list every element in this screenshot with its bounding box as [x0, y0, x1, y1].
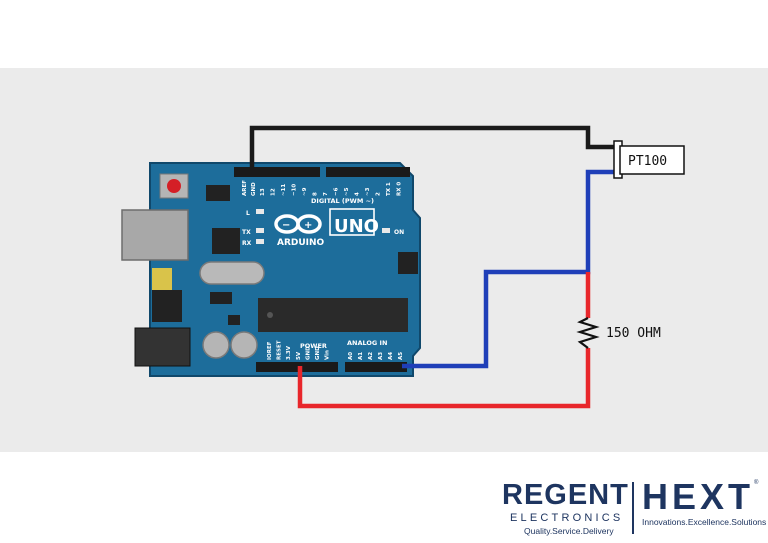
analog-header-label: ANALOG IN [347, 339, 387, 347]
usb-chip [212, 228, 240, 254]
resistor-icon [576, 317, 600, 349]
digital-header-right [326, 167, 410, 177]
analog-pin-label-0: A0 [348, 352, 354, 360]
analog-pin-label-3: A3 [378, 352, 384, 360]
arduino-logo-icon [274, 214, 322, 234]
atmega-chip [258, 298, 408, 332]
digital-pin-label-5: 8 [313, 192, 319, 196]
arduino-uno-board: − + ARDUINO UNO DIGITAL (PWM ~) POWER AN… [121, 162, 421, 377]
capacitor [230, 331, 258, 359]
power-pin-label-3: 5V [296, 351, 302, 360]
svg-text:+: + [304, 220, 312, 231]
power-jack [134, 327, 191, 367]
power-pin-label-0: IOREF [267, 341, 273, 360]
digital-pin-label-12: TX 1 [386, 182, 392, 196]
led-tx-label: TX [242, 229, 251, 236]
digital-pin-label-7: ~6 [334, 187, 340, 196]
capacitor [202, 331, 230, 359]
digital-pin-label-2: ~11 [281, 184, 287, 196]
power-header [256, 362, 338, 372]
power-pin-label-6: Vin [325, 350, 331, 360]
digital-header-left [234, 167, 320, 177]
digital-pin-label-11: 2 [376, 192, 382, 196]
digital-pin-label-9: 4 [355, 192, 361, 196]
wires [249, 125, 620, 409]
crystal [199, 261, 265, 285]
hext-logo: HEXT [642, 476, 755, 517]
led-rx-label: RX [242, 240, 252, 247]
led-on-label: ON [394, 229, 404, 236]
board-brand: ARDUINO [277, 238, 325, 248]
analog-pin-label-4: A4 [388, 352, 394, 360]
icsp-header [206, 185, 230, 201]
regent-tagline: Quality.Service.Delivery [524, 526, 614, 536]
uno-badge [329, 208, 375, 236]
analog-header [345, 362, 407, 372]
power-pin-label-5: GND [315, 346, 321, 360]
board-model: UNO [334, 216, 379, 237]
led-l-label: L [246, 210, 250, 217]
power-pin-label-2: 3.3V [286, 345, 292, 360]
digital-pin-label-3: ~10 [292, 184, 298, 196]
power-wire [297, 348, 591, 409]
icsp-header-2 [398, 252, 418, 274]
usb-port [121, 209, 189, 261]
svg-text:−: − [282, 220, 290, 231]
analog-pin-label-1: A1 [358, 352, 364, 360]
hext-tagline: Innovations.Excellence.Solutions [642, 517, 767, 527]
digital-header-label: DIGITAL (PWM ~) [311, 197, 374, 205]
pin-label-gnd: GND [251, 182, 257, 196]
ground-wire [249, 125, 620, 172]
digital-pin-label-10: ~3 [365, 187, 371, 196]
digital-pin-label-0: 13 [260, 188, 266, 196]
signal-wire [402, 169, 620, 369]
regent-logo: REGENT [502, 479, 629, 511]
logo-divider [632, 482, 634, 534]
analog-pin-labels: A0 A1 A2 A3 A4 A5 [348, 352, 404, 360]
digital-pin-label-6: 7 [323, 192, 329, 196]
power-pin-label-1: RESET [277, 340, 283, 360]
analog-pin-label-2: A2 [368, 352, 374, 360]
digital-pin-label-1: 12 [271, 188, 277, 196]
power-pin-label-4: GND [305, 346, 311, 360]
electronics-text: ELECTRONICS [510, 512, 624, 524]
digital-pin-label-13: RX 0 [397, 182, 403, 196]
company-logos: REGENT ELECTRONICS Quality.Service.Deliv… [496, 476, 767, 540]
registered-mark: ® [754, 480, 759, 486]
pin-label-aref: AREF [242, 180, 248, 196]
resistor-label: 150 OHM [606, 326, 661, 341]
pt100-sensor: PT100 [613, 140, 685, 179]
sensor-label: PT100 [628, 154, 667, 169]
analog-pin-label-5: A5 [398, 352, 404, 360]
power-header-label: POWER [300, 342, 327, 350]
digital-pin-label-4: ~9 [302, 187, 308, 196]
digital-pin-label-8: ~5 [344, 187, 350, 196]
